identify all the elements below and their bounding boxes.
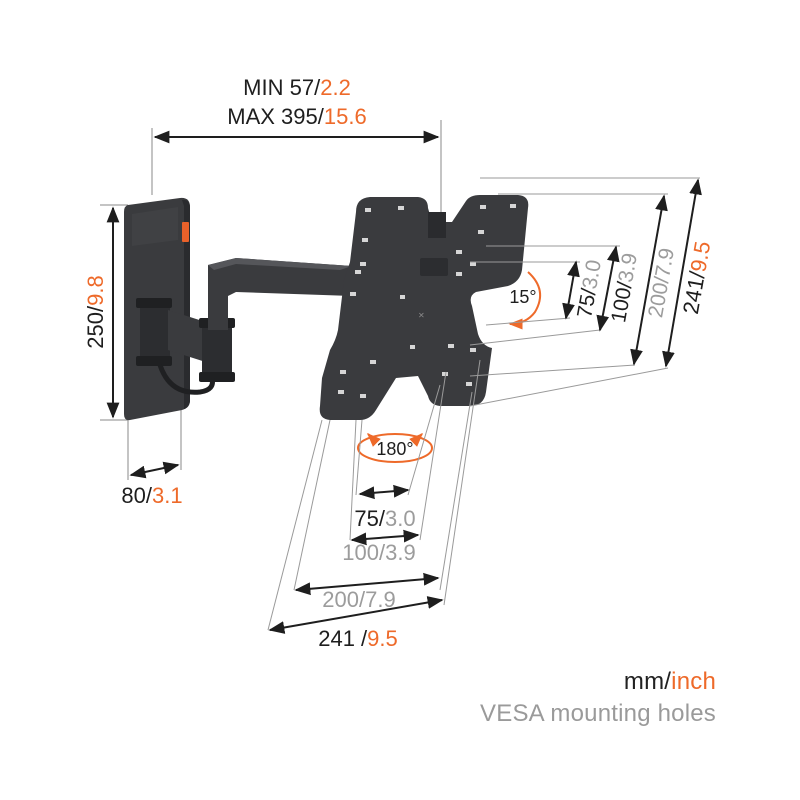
vesa-h-100-arrow (350, 529, 420, 546)
units-legend: mm/inch (624, 668, 716, 696)
vesa-v-75-arrow (562, 260, 580, 320)
vesa-v-100-arrow (596, 245, 620, 332)
units-inch: inch (671, 668, 716, 695)
tilt-arc (508, 271, 542, 330)
vesa-v-200-arrow (630, 194, 668, 366)
swivel-indicator: 180° (357, 433, 433, 463)
wall-plate-height-dimension: 250/9.8 (83, 204, 128, 421)
tv-mounting-plate: ✕ (319, 195, 529, 420)
vesa-horizontal-dimensions: 75/3.0 100/3.9 200/7.9 241 /9.5 (268, 484, 444, 651)
vesa-h-241-label: 241 /9.5 (318, 626, 398, 651)
units-sep: / (664, 668, 672, 695)
depth-arrow (129, 461, 180, 479)
swivel-arrow-right (409, 433, 423, 447)
vesa-h-75-label: 75/3.0 (354, 506, 415, 531)
height-label: 250/9.8 (83, 275, 108, 348)
vesa-v-200-label: 200/7.9 (644, 246, 679, 319)
vesa-h-100-label: 100/3.9 (342, 540, 415, 565)
vesa-caption: VESA mounting holes (480, 700, 716, 727)
swing-arm (208, 258, 352, 330)
cable-loop (157, 364, 215, 395)
depth-label: 80/3.1 (121, 483, 182, 508)
projection-lines (267, 177, 700, 631)
units-mm: mm (623, 668, 665, 695)
vesa-vertical-dimensions: 75/3.0 100/3.9 200/7.9 241/9.5 (562, 178, 715, 368)
tilt-indicator: 15° (508, 271, 542, 330)
min-depth-label: MIN 57/2.2 (243, 75, 351, 100)
vesa-h-200-label: 200/7.9 (322, 587, 395, 612)
vesa-v-241-label: 241/9.5 (678, 239, 715, 316)
max-depth-label: MAX 395/15.6 (227, 104, 366, 129)
swivel-label: 180° (376, 439, 413, 459)
brand-mark: ✕ (418, 311, 425, 320)
vesa-holes (338, 204, 516, 398)
wall-plate-depth-dimension: 80/3.1 (121, 405, 183, 508)
tilt-label: 15° (509, 287, 536, 307)
vesa-h-241-arrow (268, 596, 444, 634)
vesa-v-75-label: 75/3.0 (573, 258, 606, 320)
swivel-arrow-left (367, 433, 381, 447)
orange-accent-tab (182, 222, 189, 242)
vesa-h-75-arrow (358, 484, 410, 500)
vesa-v-241-arrow (662, 178, 702, 368)
vesa-h-200-arrow (294, 572, 440, 596)
top-dimension: MIN 57/2.2 MAX 395/15.6 (151, 75, 442, 216)
